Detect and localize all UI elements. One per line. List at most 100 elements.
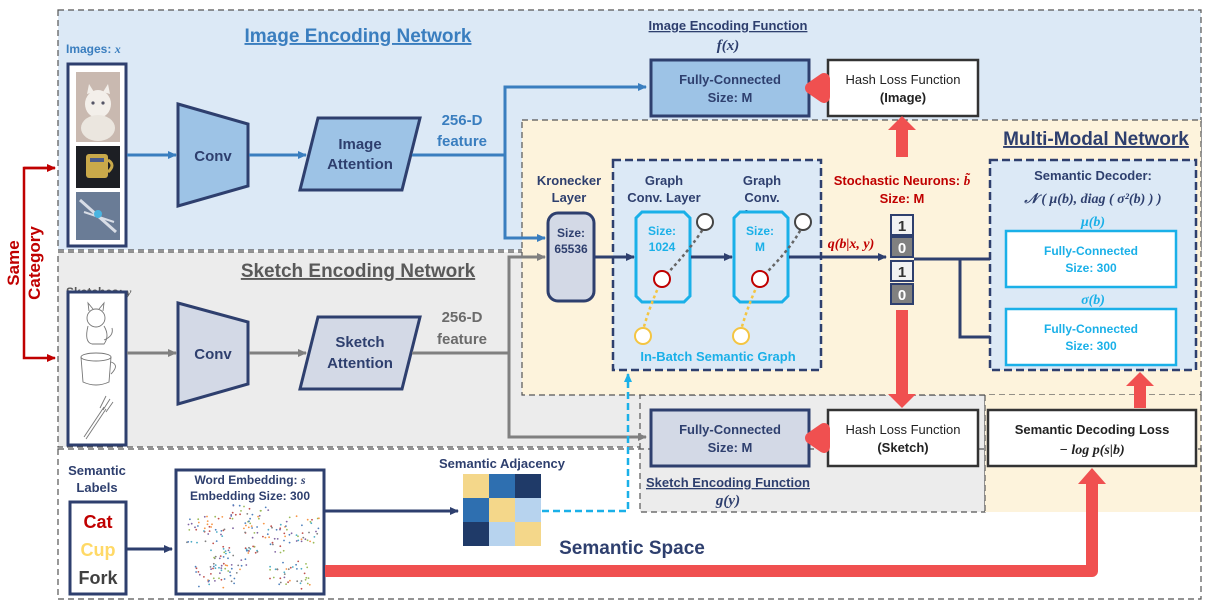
embedding-point xyxy=(225,552,227,555)
embedding-point xyxy=(306,582,309,585)
image-fc-block xyxy=(649,58,811,118)
embedding-point xyxy=(273,537,276,540)
q-formula: q(b|x, y) xyxy=(828,237,875,252)
graph-edge-4 xyxy=(739,278,762,331)
image-network-title: Image Encoding Network xyxy=(245,26,472,47)
embedding-point xyxy=(270,525,273,528)
embedding-point xyxy=(207,533,210,535)
embedding-point xyxy=(214,528,217,531)
hash-loss-sketch-label-2: (Sketch) xyxy=(877,440,928,455)
embedding-point xyxy=(243,527,245,530)
embedding-point xyxy=(208,579,210,582)
sketch-attention-label-2: Attention xyxy=(327,355,393,372)
embedding-point xyxy=(227,549,230,552)
embedding-point xyxy=(285,583,287,585)
embedding-point xyxy=(309,540,311,543)
embedding-point xyxy=(197,518,200,521)
embedding-point xyxy=(256,531,259,534)
embedding-point xyxy=(254,551,257,554)
embedding-point xyxy=(310,522,313,525)
embedding-point xyxy=(210,526,213,528)
embedding-point xyxy=(220,533,222,536)
embedding-point xyxy=(218,557,221,560)
embedding-point xyxy=(301,532,304,534)
embedding-point xyxy=(289,566,292,569)
embedding-point xyxy=(221,535,224,537)
in-batch-graph-label: In-Batch Semantic Graph xyxy=(640,349,795,364)
word-embedding-size: Embedding Size: 300 xyxy=(190,489,310,503)
embedding-point xyxy=(317,527,320,530)
embedding-point xyxy=(248,507,251,510)
embedding-point xyxy=(224,550,227,552)
embedding-point xyxy=(295,534,298,536)
embedding-point xyxy=(197,571,200,573)
embedding-point xyxy=(245,524,247,527)
embedding-point xyxy=(248,520,250,523)
embedding-point xyxy=(299,582,302,585)
embedding-point xyxy=(230,580,233,583)
embedding-point xyxy=(302,536,305,539)
semantic-adjacency-matrix xyxy=(463,474,541,546)
image-attention-block xyxy=(298,116,422,192)
embedding-point xyxy=(288,541,291,544)
embedding-point xyxy=(231,511,234,514)
embedding-point xyxy=(212,542,215,545)
mu-fc-block xyxy=(1004,229,1178,289)
images-label: Images: x xyxy=(66,42,121,56)
embedding-point xyxy=(248,550,250,552)
embedding-point xyxy=(300,580,303,582)
hash-loss-sketch-label-1: Hash Loss Function xyxy=(846,422,961,437)
kronecker-size-1: Size: xyxy=(557,226,585,240)
embedding-point xyxy=(187,541,190,543)
gcl1-size-2: 1024 xyxy=(649,240,676,254)
embedding-point xyxy=(231,517,234,520)
graph-node-red-1 xyxy=(653,270,671,288)
semantic-adjacency-title: Semantic Adjacency xyxy=(439,456,566,471)
embedding-point xyxy=(212,567,214,570)
embedding-point xyxy=(222,548,225,550)
fork-sketch xyxy=(83,395,114,440)
gcl1-size-1: Size: xyxy=(648,224,676,238)
embedding-point xyxy=(251,513,254,516)
embedding-point xyxy=(249,548,252,550)
embedding-point xyxy=(287,568,290,571)
embedding-point xyxy=(220,567,223,569)
word-embedding-title: Word Embedding: s xyxy=(194,473,305,487)
embedding-point xyxy=(210,573,212,575)
arrow-semantic-to-decoding-loss xyxy=(325,482,1098,577)
sketch-conv-label: Conv xyxy=(194,346,232,363)
sketch-fn-formula: g(y) xyxy=(715,493,740,509)
decoding-loss-formula: − log p(s|b) xyxy=(1059,443,1124,458)
semantic-labels-title-2: Labels xyxy=(76,480,117,495)
embedding-point xyxy=(282,561,284,564)
embedding-point xyxy=(237,564,240,567)
embedding-point xyxy=(279,545,282,548)
bit-0: 1 xyxy=(898,218,906,235)
embedding-point xyxy=(250,525,253,527)
embedding-point xyxy=(304,538,307,541)
same-category-label-2: Category xyxy=(25,226,44,300)
embedding-point xyxy=(204,540,207,543)
embedding-point xyxy=(218,577,220,580)
embedding-point xyxy=(300,587,303,590)
bit-3: 0 xyxy=(898,287,906,304)
sketches-frame xyxy=(66,290,128,447)
embedding-point xyxy=(278,583,281,586)
embedding-point xyxy=(212,565,215,568)
embedding-point xyxy=(308,531,310,534)
embedding-point xyxy=(258,514,261,517)
embedding-point xyxy=(235,572,238,574)
embedding-point xyxy=(203,515,206,518)
embedding-point xyxy=(244,531,247,534)
embedding-point xyxy=(228,547,231,549)
embedding-point xyxy=(295,563,297,566)
embedding-point xyxy=(257,515,259,518)
embedding-point xyxy=(308,583,311,586)
embedding-point xyxy=(267,528,270,531)
embedding-point xyxy=(232,527,234,530)
graph-node-gray-2 xyxy=(794,213,812,231)
sketch-conv-block xyxy=(176,301,250,406)
embedding-point xyxy=(303,572,306,575)
embedding-point xyxy=(262,535,264,538)
embedding-point xyxy=(283,576,286,579)
